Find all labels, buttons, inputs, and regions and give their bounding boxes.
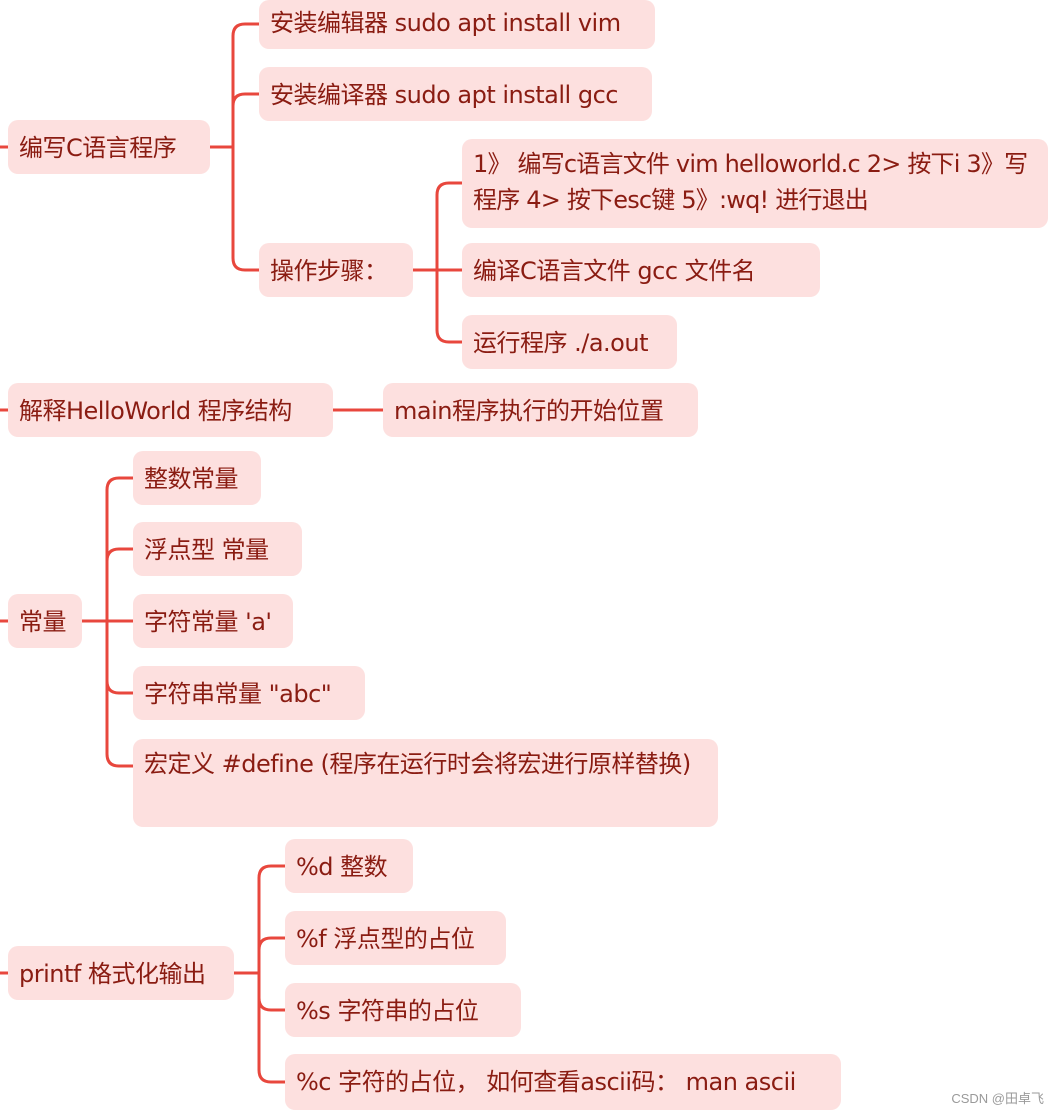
connector-branch4-branch-3 — [257, 971, 287, 1084]
connector-branch4-branch-0 — [257, 864, 287, 975]
topic-explain-helloworld[interactable]: 解释HelloWorld 程序结构 — [8, 383, 333, 437]
node-step-write-file[interactable]: 1》 编写c语言文件 vim helloworld.c 2> 按下i 3》写程序… — [462, 139, 1048, 228]
node-format-f[interactable]: %f 浮点型的占位 — [285, 911, 506, 965]
node-install-editor[interactable]: 安装编辑器 sudo apt install vim — [259, 0, 655, 49]
topic-constants[interactable]: 常量 — [8, 594, 82, 648]
node-step-run[interactable]: 运行程序 ./a.out — [462, 315, 677, 369]
topic-printf-format[interactable]: printf 格式化输出 — [8, 946, 234, 1000]
node-char-constant[interactable]: 字符常量 'a' — [133, 594, 293, 648]
connector-branch3-branch-4 — [105, 619, 135, 768]
node-integer-constant[interactable]: 整数常量 — [133, 451, 261, 505]
connector-branch1-branch-2 — [231, 145, 261, 272]
connector-branch3-branch-1 — [105, 547, 135, 623]
connector-branch4-branch-2 — [257, 971, 287, 1012]
node-format-s[interactable]: %s 字符串的占位 — [285, 983, 521, 1037]
connector-branch1-branch-0 — [231, 22, 261, 149]
node-format-c[interactable]: %c 字符的占位， 如何查看ascii码： man ascii — [285, 1054, 841, 1110]
connector-branch3-branch-3 — [105, 619, 135, 695]
node-install-compiler[interactable]: 安装编译器 sudo apt install gcc — [259, 67, 652, 121]
connector-steps-branch-2 — [435, 268, 464, 344]
connector-steps-branch-0 — [435, 181, 464, 272]
csdn-watermark: CSDN @田卓飞 — [951, 1091, 1044, 1106]
node-operation-steps[interactable]: 操作步骤： — [259, 243, 413, 297]
node-float-constant[interactable]: 浮点型 常量 — [133, 522, 302, 576]
node-macro-define[interactable]: 宏定义 #define (程序在运行时会将宏进行原样替换) — [133, 739, 718, 827]
node-main-entry[interactable]: main程序执行的开始位置 — [383, 383, 698, 437]
node-step-compile[interactable]: 编译C语言文件 gcc 文件名 — [462, 243, 820, 297]
connector-branch1-branch-1 — [231, 92, 261, 149]
topic-write-c-program[interactable]: 编写C语言程序 — [8, 120, 210, 174]
connector-branch4-branch-1 — [257, 936, 287, 975]
node-string-constant[interactable]: 字符串常量 "abc" — [133, 666, 365, 720]
connector-branch3-branch-0 — [105, 476, 135, 623]
node-format-d[interactable]: %d 整数 — [285, 839, 413, 893]
